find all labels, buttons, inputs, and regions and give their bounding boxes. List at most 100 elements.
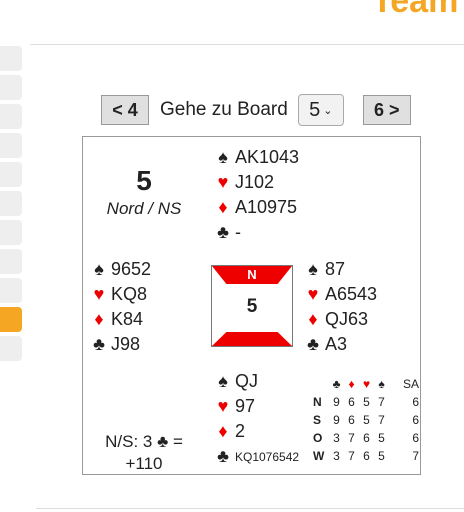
dealer-vulnerability: Nord / NS [106,199,182,218]
spade-icon: ♠ [218,371,228,391]
diamond-icon: ♦ [218,421,228,441]
table-row: N 9 6 5 7 6 [313,393,419,411]
dd-cell: 9 [333,395,340,409]
west-clubs: J98 [111,334,141,354]
spade-icon: ♠ [378,377,385,391]
dd-side-label: S [313,413,322,427]
heart-icon: ♥ [217,396,229,416]
result-contract: N/S: 3 ♣ = [105,432,183,451]
east-hearts: A6543 [325,284,378,304]
board-navigation: < 4 Gehe zu Board 5 ⌄ 6 > [101,94,411,126]
dd-cell: 7 [412,449,419,463]
diamond-icon: ♦ [94,309,104,329]
east-hand: ♠ 87 ♥ A6543 ♦ QJ63 ♣ A3 [301,257,377,357]
dd-cell: 5 [378,449,385,463]
club-icon: ♣ [217,222,229,242]
east-spades: 87 [325,259,346,279]
dd-side-label: W [313,449,325,463]
dd-cell: 7 [378,413,385,427]
side-tab-active[interactable] [0,307,22,332]
spade-icon: ♠ [94,259,104,279]
club-icon: ♣ [332,377,341,391]
south-hand: ♠QJ ♥97 ♦2 ♣KQ1076542 [211,369,299,469]
dd-cell: 7 [378,395,385,409]
page-title: Team [372,0,459,20]
north-spades: AK1043 [235,147,300,167]
dd-cell: 6 [363,431,370,445]
side-tab[interactable] [0,249,22,274]
east-diamonds: QJ63 [325,309,369,329]
spade-icon: ♠ [218,147,228,167]
north-clubs: - [235,222,241,242]
south-hearts: 97 [235,396,256,416]
result-score: +110 [125,454,163,473]
compass-board-number: 5 [246,296,258,317]
south-diamonds: 2 [235,421,246,441]
north-hand: ♠AK1043 ♥J102 ♦A10975 ♣- [211,145,299,245]
dd-header-nt: SA [402,377,419,391]
spade-icon: ♠ [308,259,318,279]
west-diamonds: K84 [111,309,144,329]
contract-result: N/S: 3 ♣ = +110 [83,431,205,475]
dd-cell: 6 [348,413,355,427]
side-tab[interactable] [0,46,22,71]
west-spades: 9652 [111,259,152,279]
board-info: 5 Nord / NS [83,165,205,219]
compass-north-label: N [212,266,292,284]
dd-cell: 6 [363,449,370,463]
board-select-value: 5 [309,98,321,121]
club-icon: ♣ [217,446,229,466]
dd-cell: 9 [333,413,340,427]
chevron-down-icon: ⌄ [323,104,333,117]
side-tab[interactable] [0,220,22,245]
compass-box: N 5 [211,265,293,347]
dd-cell: 5 [363,413,370,427]
prev-board-button[interactable]: < 4 [101,95,149,125]
west-hearts: KQ8 [111,284,148,304]
table-row: W 3 7 6 5 7 [313,447,419,465]
board-diagram: 5 Nord / NS ♠AK1043 ♥J102 ♦A10975 ♣- ♠96… [82,136,421,475]
bottom-divider [36,508,464,509]
dd-cell: 6 [412,431,419,445]
heart-icon: ♥ [93,284,105,304]
dd-cell: 3 [333,449,340,463]
table-row: O 3 7 6 5 6 [313,429,419,447]
board-select[interactable]: 5 ⌄ [297,94,344,126]
dd-cell: 3 [333,431,340,445]
side-tab[interactable] [0,75,22,100]
side-tab[interactable] [0,133,22,158]
club-icon: ♣ [307,334,319,354]
table-row: S 9 6 5 7 6 [313,411,419,429]
north-diamonds: A10975 [235,197,298,217]
board-number: 5 [136,165,152,196]
side-tab[interactable] [0,104,22,129]
diamond-icon: ♦ [348,377,355,391]
dd-cell: 7 [348,431,355,445]
side-tabs [0,46,22,365]
side-tab[interactable] [0,336,22,361]
north-hearts: J102 [235,172,275,192]
diamond-icon: ♦ [308,309,318,329]
east-clubs: A3 [325,334,348,354]
dd-header-row: ♣ ♦ ♥ ♠ SA [313,375,419,393]
top-divider [30,44,464,45]
compass-south-marker [212,332,292,346]
heart-icon: ♥ [362,377,371,391]
dd-cell: 6 [412,395,419,409]
dd-cell: 5 [378,431,385,445]
side-tab[interactable] [0,162,22,187]
double-dummy-table: ♣ ♦ ♥ ♠ SA N 9 6 5 7 6 S 9 6 5 7 6 O 3 7… [313,375,419,465]
heart-icon: ♥ [307,284,319,304]
dd-cell: 6 [412,413,419,427]
dd-cell: 6 [348,395,355,409]
west-hand: ♠9652 ♥KQ8 ♦K84 ♣J98 [87,257,151,357]
south-spades: QJ [235,371,259,391]
next-board-button[interactable]: 6 > [362,95,411,125]
dd-side-label: O [313,431,323,445]
dd-side-label: N [313,395,322,409]
dd-cell: 5 [363,395,370,409]
diamond-icon: ♦ [218,197,228,217]
side-tab[interactable] [0,278,22,303]
dd-cell: 7 [348,449,355,463]
side-tab[interactable] [0,191,22,216]
